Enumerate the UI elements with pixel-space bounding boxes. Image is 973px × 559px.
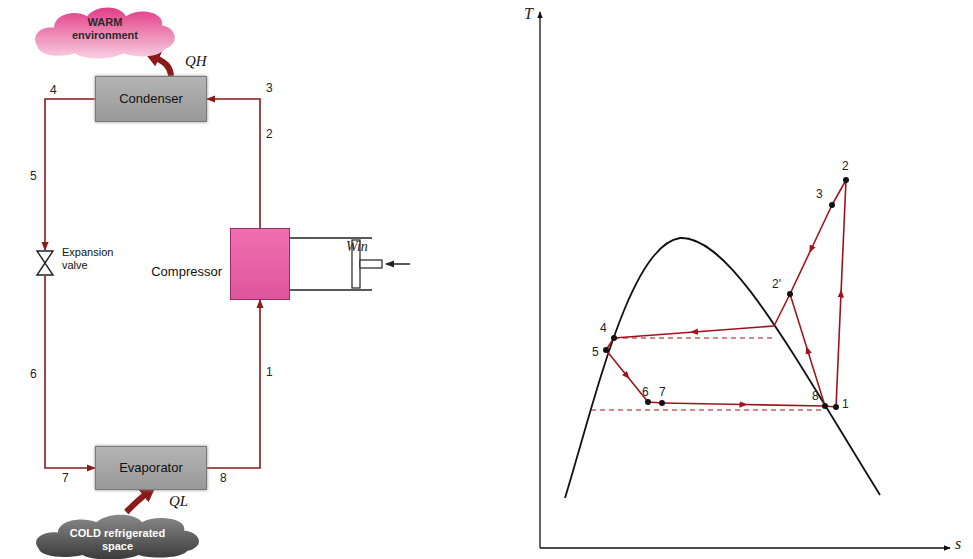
- refrigerant-line: [207, 99, 260, 228]
- work-label: Win: [346, 240, 368, 254]
- state-number: 3: [266, 82, 273, 94]
- condenser-box: Condenser: [95, 76, 207, 122]
- state-number: 7: [659, 386, 666, 398]
- cycle-segment: [790, 294, 825, 406]
- cold-cloud: COLD refrigerated space: [30, 508, 205, 559]
- cycle-segment: [836, 180, 846, 407]
- state-number: 7: [62, 472, 69, 484]
- state-dot: [645, 399, 651, 405]
- heat-arrow: [126, 490, 151, 512]
- state-dot: [787, 291, 793, 297]
- state-number: 4: [600, 322, 607, 334]
- cycle-segment: [790, 205, 832, 294]
- state-dot: [603, 347, 609, 353]
- cycle-segment: [606, 350, 648, 402]
- ts-diagram: [540, 12, 950, 548]
- heat-label: QH: [184, 54, 208, 69]
- state-dot: [833, 404, 839, 410]
- state-number: 1: [266, 366, 273, 378]
- state-number: 6: [642, 386, 649, 398]
- state-number: 5: [30, 170, 37, 182]
- state-number: 1: [842, 398, 849, 410]
- warm-cloud: WARM environment: [30, 0, 180, 58]
- compressor-cylinder: [290, 238, 410, 290]
- cycle-segment: [832, 180, 846, 205]
- valve-triangles: [37, 251, 53, 275]
- s-axis: [540, 547, 950, 548]
- work-arrow: [386, 263, 410, 265]
- axis-label: s: [955, 536, 961, 552]
- refrigerant-line: [207, 300, 260, 468]
- evaporator-box: Evaporator: [95, 446, 207, 490]
- expansion-valve: Expansion valve: [36, 250, 54, 276]
- state-dot: [843, 177, 849, 183]
- piston-rod: [360, 260, 382, 268]
- dashed-line: [614, 338, 774, 339]
- dashed-line: [591, 410, 825, 411]
- state-dot: [659, 400, 665, 406]
- axis-label: T: [524, 6, 533, 22]
- state-dot: [611, 335, 617, 341]
- state-number: 2: [842, 160, 849, 172]
- node-label: Expansion valve: [62, 246, 113, 271]
- node-label: Condenser: [119, 92, 183, 107]
- state-number: 5: [592, 346, 599, 358]
- t-axis: [539, 12, 540, 548]
- cycle-path: [606, 180, 846, 407]
- cycle-segment: [774, 294, 790, 326]
- heat-label: QL: [168, 494, 189, 509]
- node-label: COLD refrigerated space: [63, 527, 173, 552]
- state-number: 2': [772, 278, 781, 290]
- state-dot: [829, 202, 835, 208]
- cycle-segment: [662, 403, 825, 406]
- compressor-box: Compressor: [230, 228, 290, 300]
- node-label: Evaporator: [119, 461, 183, 476]
- valve-symbol: [36, 250, 54, 276]
- heat-arrow: [150, 55, 171, 76]
- state-points: [603, 177, 849, 410]
- state-dot: [822, 403, 828, 409]
- state-number: 3: [816, 188, 823, 200]
- state-number: 4: [50, 84, 57, 96]
- refrigerant-line: [45, 99, 95, 250]
- state-number: 8: [220, 472, 227, 484]
- node-label: WARM environment: [69, 16, 141, 41]
- cycle-segment: [614, 326, 774, 338]
- state-number: 8: [812, 390, 819, 402]
- refrigerant-line: [45, 276, 95, 468]
- node-label: Compressor: [151, 265, 222, 280]
- cloud-outline: [36, 515, 199, 559]
- state-number: 6: [30, 368, 37, 380]
- state-number: 2: [266, 128, 273, 140]
- saturation-dome: [565, 238, 880, 498]
- cloud-outline: [35, 8, 175, 59]
